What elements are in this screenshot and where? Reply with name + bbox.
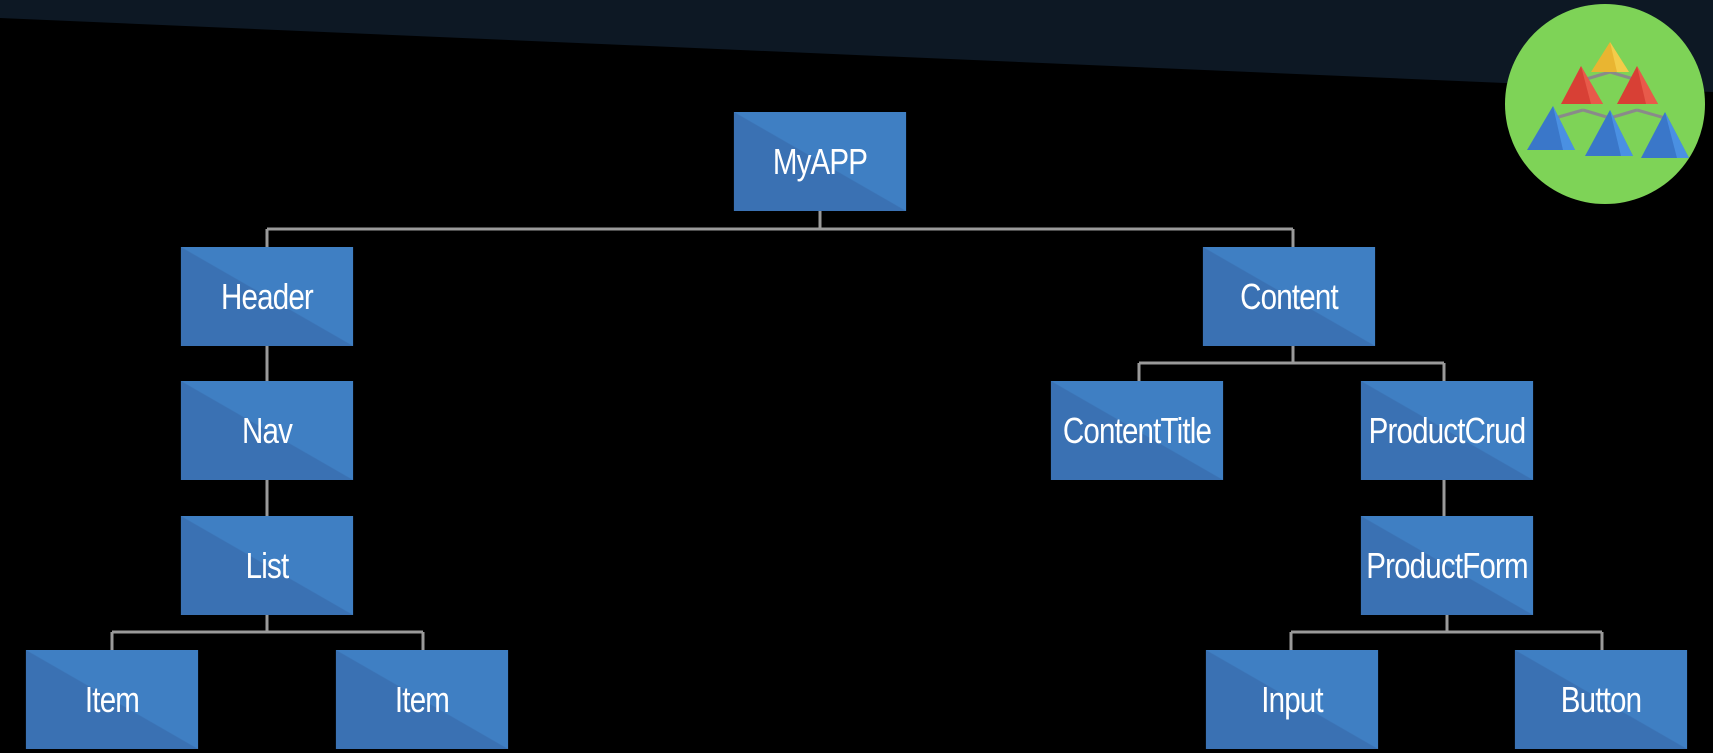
node-header-label: Header — [221, 275, 314, 317]
node-product-crud: ProductCrud — [1360, 381, 1534, 480]
connector-content-children — [1137, 346, 1446, 381]
node-input: Input — [1205, 650, 1379, 749]
connector-form-children — [1289, 615, 1604, 650]
node-item-1: Item — [25, 650, 199, 749]
node-content: Content — [1202, 247, 1376, 346]
component-tree-pyramid-icon — [1505, 4, 1705, 204]
node-product-crud-label: ProductCrud — [1368, 409, 1527, 451]
node-product-form-label: ProductForm — [1366, 544, 1528, 586]
node-content-title-label: ContentTitle — [1062, 409, 1212, 451]
node-product-form: ProductForm — [1360, 516, 1534, 615]
node-content-title: ContentTitle — [1050, 381, 1224, 480]
node-content-label: Content — [1240, 275, 1338, 317]
node-nav: Nav — [180, 381, 354, 480]
node-myapp-label: MyAPP — [772, 140, 868, 182]
connector-list-items — [110, 615, 425, 650]
node-list-label: List — [245, 544, 289, 586]
node-item-2: Item — [335, 650, 509, 749]
connector-root-children — [265, 211, 1295, 247]
node-button-label: Button — [1560, 678, 1642, 720]
node-list: List — [180, 516, 354, 615]
node-button: Button — [1514, 650, 1688, 749]
node-item-1-label: Item — [84, 678, 140, 720]
node-header: Header — [180, 247, 354, 346]
node-myapp: MyAPP — [733, 112, 907, 211]
node-item-2-label: Item — [394, 678, 450, 720]
node-input-label: Input — [1261, 678, 1323, 720]
node-nav-label: Nav — [241, 409, 293, 451]
